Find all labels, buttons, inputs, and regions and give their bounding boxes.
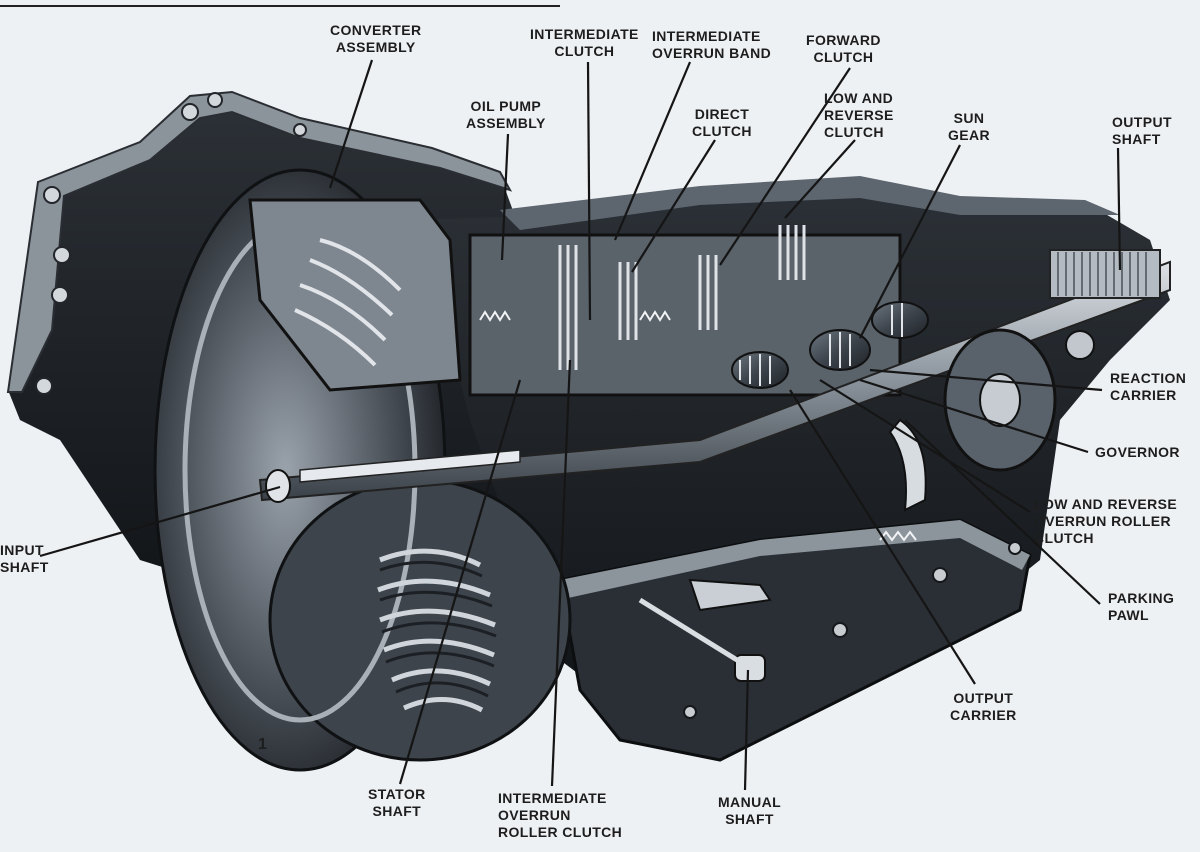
flange-bolts	[35, 92, 307, 395]
leader-parking-pawl	[904, 419, 1101, 605]
manual-rod	[638, 597, 752, 671]
parking-pawl-link	[888, 418, 927, 512]
input-shaft-end	[265, 469, 291, 503]
label-output-carrier: OUTPUT CARRIER	[950, 690, 1017, 723]
label-forward-clutch: FORWARD CLUTCH	[806, 32, 881, 65]
leader-oil-pump-assembly	[500, 133, 510, 261]
leader-low-reverse-overrun	[819, 379, 1031, 513]
clutch-housing	[468, 233, 902, 397]
leader-output-carrier	[789, 389, 976, 685]
leader-low-and-reverse-clutch	[784, 139, 856, 219]
pump-vanes	[294, 238, 402, 367]
leader-direct-clutch	[631, 139, 716, 273]
label-converter-assembly: CONVERTER ASSEMBLY	[330, 22, 422, 55]
leader-forward-clutch	[719, 67, 851, 266]
label-reaction-carrier: REACTION CARRIER	[1110, 370, 1187, 403]
clutch-springs	[479, 310, 917, 542]
label-governor: GOVERNOR	[1095, 444, 1180, 460]
leader-governor	[859, 378, 1089, 454]
turbine-blade-shadows	[379, 560, 497, 698]
label-sun-gear: SUN GEAR	[948, 110, 991, 143]
governor-hub	[979, 373, 1021, 427]
label-manual-shaft: MANUAL SHAFT	[718, 794, 782, 827]
label-intermediate-overrun-band: INTERMEDIATE OVERRUN BAND	[652, 28, 772, 61]
label-intermediate-overrun-roller-clutch: INTERMEDIATE OVERRUN ROLLER CLUTCH	[498, 790, 623, 840]
leader-reaction-carrier	[869, 368, 1103, 392]
clutch-plates	[558, 225, 806, 370]
leader-sun-gear	[859, 144, 961, 339]
case-top-band	[500, 176, 1120, 230]
manual-lever	[688, 578, 772, 612]
turbine-blades	[377, 548, 496, 713]
pan-bolts	[683, 541, 1022, 719]
rear-boss	[1065, 330, 1095, 360]
housing-flange	[6, 90, 513, 393]
label-direct-clutch: DIRECT CLUTCH	[692, 106, 752, 139]
stator-shaft-tube	[299, 449, 521, 483]
leader-output-shaft	[1116, 147, 1122, 271]
label-output-shaft: OUTPUT SHAFT	[1112, 114, 1172, 147]
leader-input-shaft	[39, 485, 281, 558]
leader-converter-assembly	[328, 59, 374, 189]
label-low-and-reverse-clutch: LOW AND REVERSE CLUTCH	[824, 90, 894, 140]
label-parking-pawl: PARKING PAWL	[1108, 590, 1175, 623]
oil-pan-lip	[560, 520, 1030, 598]
gear-teeth	[739, 303, 903, 386]
leader-stator-shaft	[398, 379, 522, 785]
leader-lines	[39, 59, 1122, 791]
output-shaft-splines	[1049, 249, 1161, 299]
leader-manual-shaft	[743, 669, 750, 791]
leader-intermediate-clutch	[586, 61, 592, 321]
spline-teeth	[1057, 252, 1147, 296]
leader-intermediate-overrun-band	[613, 61, 692, 241]
label-intermediate-clutch: INTERMEDIATE CLUTCH	[530, 26, 639, 59]
figure-number: 1	[258, 736, 268, 753]
label-oil-pump-assembly: OIL PUMP ASSEMBLY	[466, 98, 546, 131]
label-input-shaft: INPUT SHAFT	[0, 542, 49, 575]
label-low-and-reverse-overrun-roller-clutch: LOW AND REVERSE OVERRUN ROLLER CLUTCH	[1034, 496, 1178, 546]
leader-intermediate-overrun-roller	[550, 359, 572, 787]
label-stator-shaft: STATOR SHAFT	[368, 786, 426, 819]
pump-cutaway	[248, 198, 462, 392]
